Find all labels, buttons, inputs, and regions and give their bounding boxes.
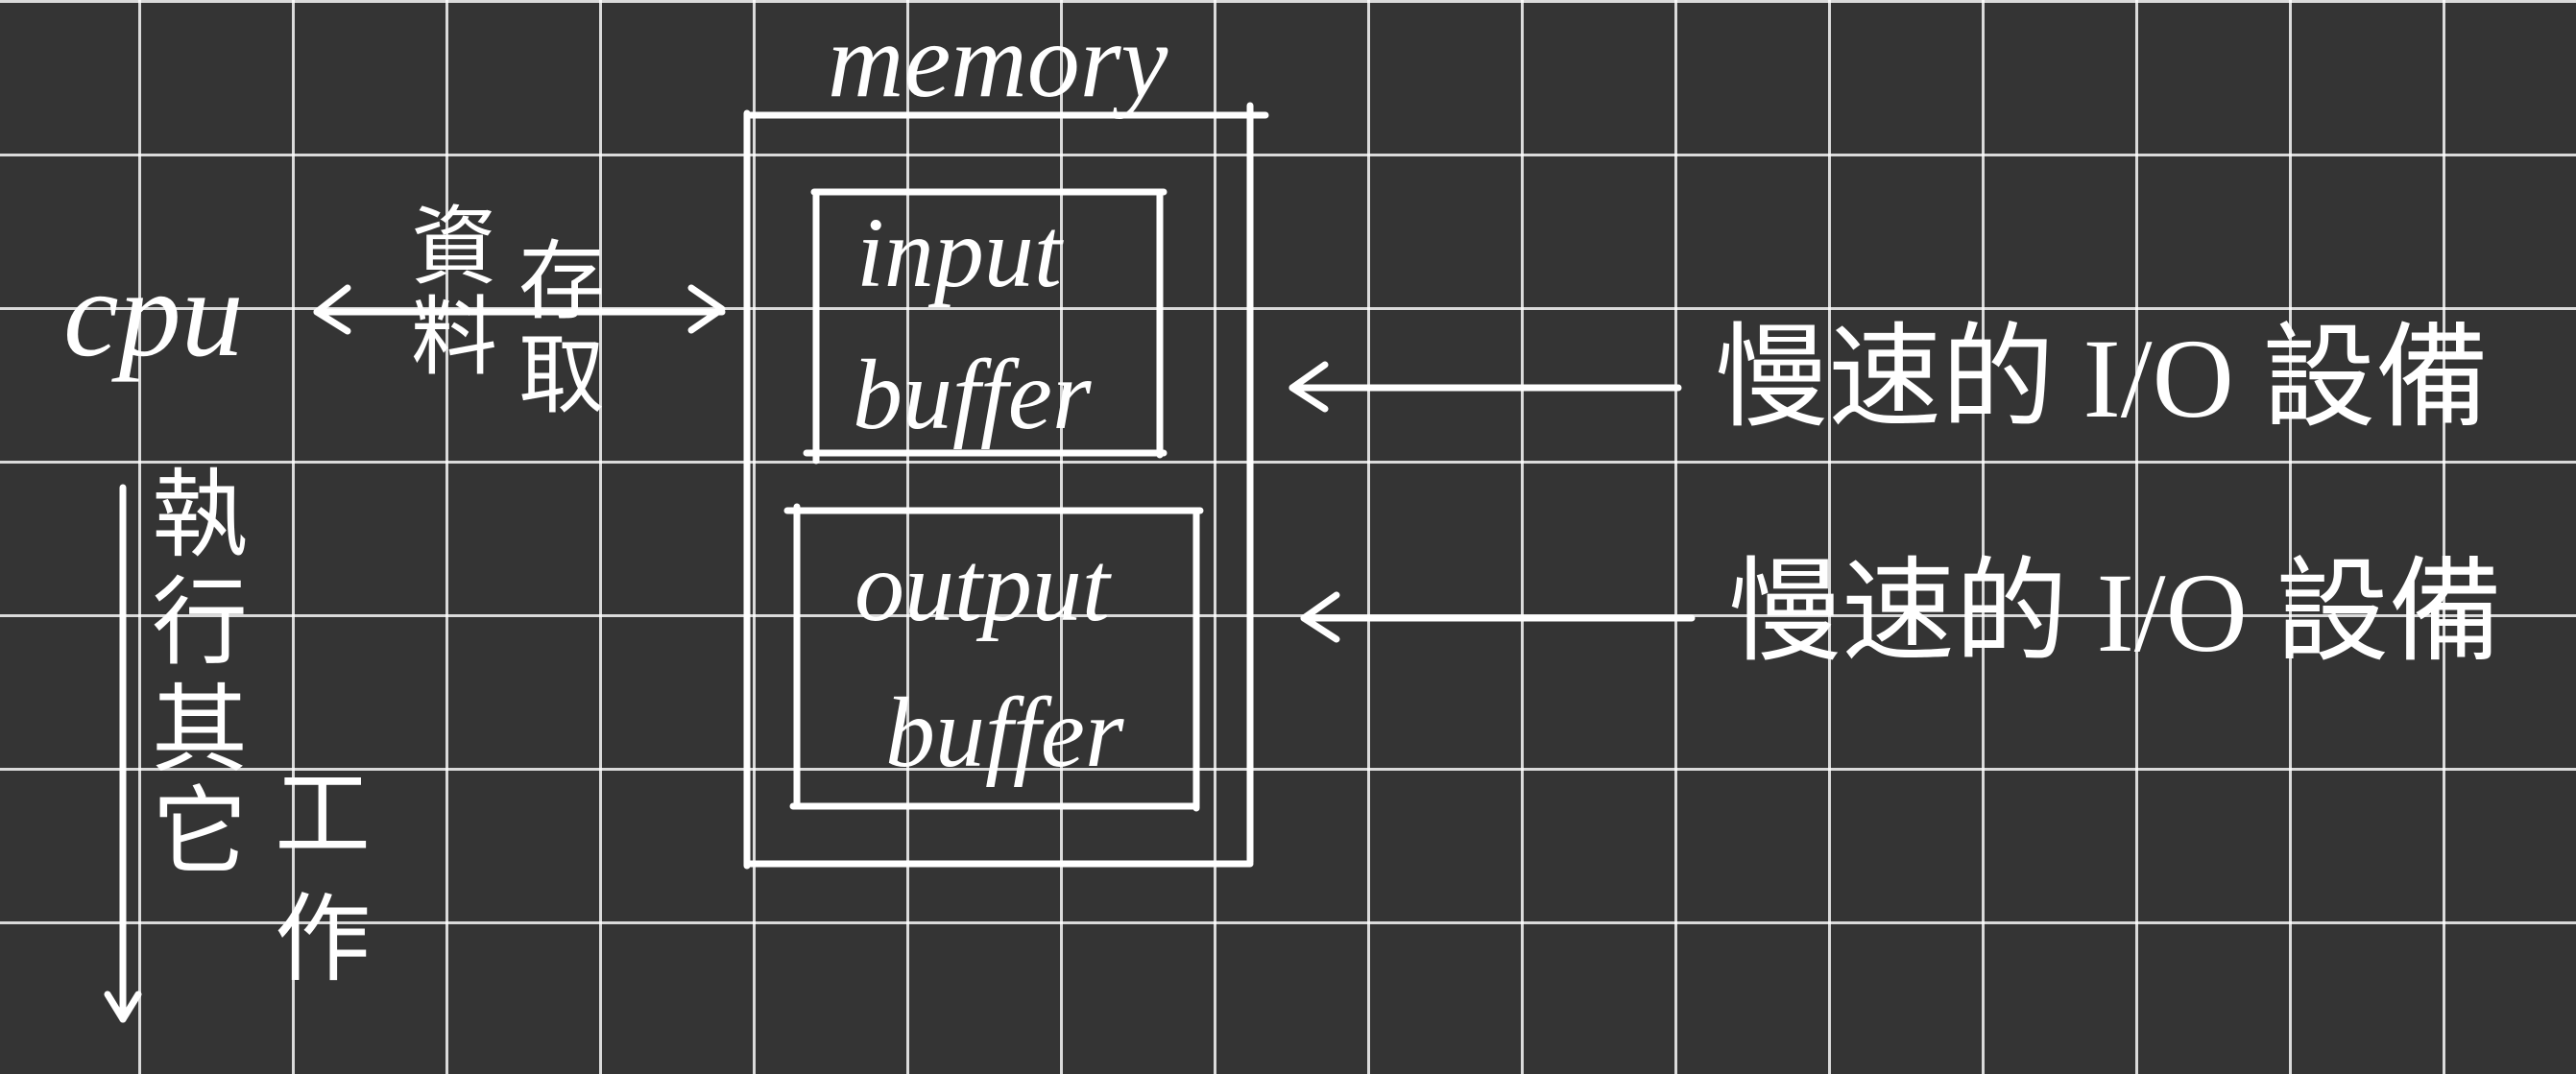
data-access-char: 資 xyxy=(411,201,497,296)
input-buffer-box xyxy=(803,188,1168,465)
output-buffer-line1: output xyxy=(855,532,1110,642)
input-buffer-line2: buffer xyxy=(853,340,1092,450)
cpu-work-char: 其 xyxy=(152,678,248,784)
cpu-work-char: 工 xyxy=(275,762,371,869)
cpu-work-char: 它 xyxy=(152,779,248,886)
output-device-arrow xyxy=(1300,591,1696,643)
output-buffer-line2: buffer xyxy=(885,678,1124,788)
memory-label: memory xyxy=(828,2,1168,119)
input-device-arrow xyxy=(1288,361,1682,413)
data-access-label: 存 取 xyxy=(518,240,605,420)
data-access-char: 料 xyxy=(411,291,497,386)
input-buffer-line1: input xyxy=(856,198,1062,308)
input-device-label: 慢速的 I/O 設備 xyxy=(1715,316,2490,442)
output-buffer-box xyxy=(783,503,1204,812)
cpu-work-char: 執 xyxy=(152,463,248,569)
data-access-arrow xyxy=(313,284,726,335)
output-device-label: 慢速的 I/O 設備 xyxy=(1728,550,2503,676)
cpu-work-arrow xyxy=(104,484,142,1023)
cpu-work-char: 作 xyxy=(275,887,371,993)
cpu-work-label: 工 作 xyxy=(275,768,371,989)
cpu-work-label: 執 行 其 它 xyxy=(152,468,248,881)
data-access-char: 取 xyxy=(518,329,605,424)
data-access-label: 資 料 xyxy=(411,205,497,382)
memory-box xyxy=(743,102,1269,870)
cpu-label: cpu xyxy=(63,245,244,383)
cpu-work-char: 行 xyxy=(152,570,248,677)
data-access-char: 存 xyxy=(518,235,605,330)
